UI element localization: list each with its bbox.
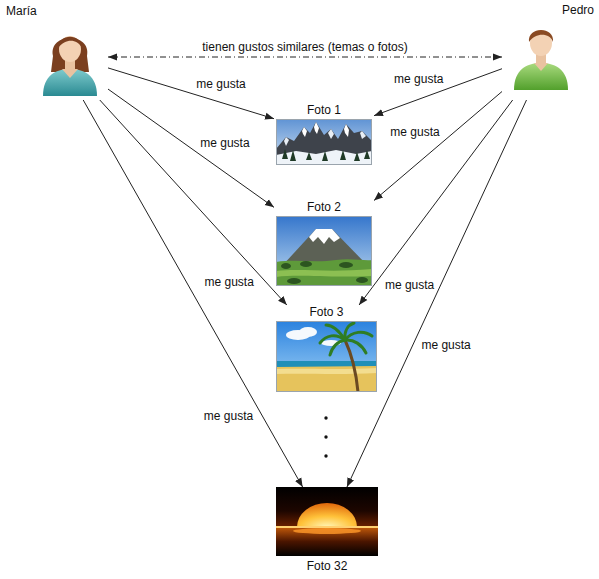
like-arrow [108, 89, 274, 207]
like-arrow [100, 100, 287, 305]
photo-caption: Foto 2 [274, 200, 374, 214]
edge-label: me gusta [202, 409, 255, 423]
photo-node: Foto 32 [274, 487, 380, 573]
photo-beach [276, 321, 377, 392]
photo-mountains [276, 119, 372, 165]
person-icon [514, 30, 568, 90]
edge-label: me gusta [388, 125, 441, 139]
like-arrow [108, 68, 274, 119]
similarity-connector [108, 57, 502, 58]
person-node: María [4, 4, 108, 100]
edge-label: me gusta [419, 338, 472, 352]
photo-caption: Foto 3 [274, 305, 379, 319]
edge-label: me gusta [392, 72, 445, 86]
edge-label: me gusta [194, 77, 247, 91]
like-arrow [359, 100, 513, 305]
photo-caption: Foto 1 [274, 103, 374, 117]
photo-caption: Foto 32 [274, 559, 380, 573]
person-name: Pedro [502, 3, 596, 17]
photo-node: Foto 2 [274, 200, 374, 286]
photo-sunset [276, 487, 378, 556]
like-arrow [374, 92, 502, 201]
edge-label: me gusta [202, 275, 255, 289]
edge-label: me gusta [198, 136, 251, 150]
person-icon [43, 36, 97, 96]
edge-label: me gusta [383, 278, 436, 292]
person-node: Pedro [502, 3, 596, 100]
person-name: María [4, 4, 108, 18]
like-arrow [347, 100, 527, 487]
like-arrow [374, 69, 502, 116]
like-arrow [83, 100, 302, 487]
ellipsis-dots [324, 416, 327, 457]
relation-label: tienen gustos similares (temas o fotos) [200, 40, 409, 54]
photo-node: Foto 1 [274, 103, 374, 165]
photo-node: Foto 3 [274, 305, 379, 392]
photo-volcano [276, 216, 372, 286]
